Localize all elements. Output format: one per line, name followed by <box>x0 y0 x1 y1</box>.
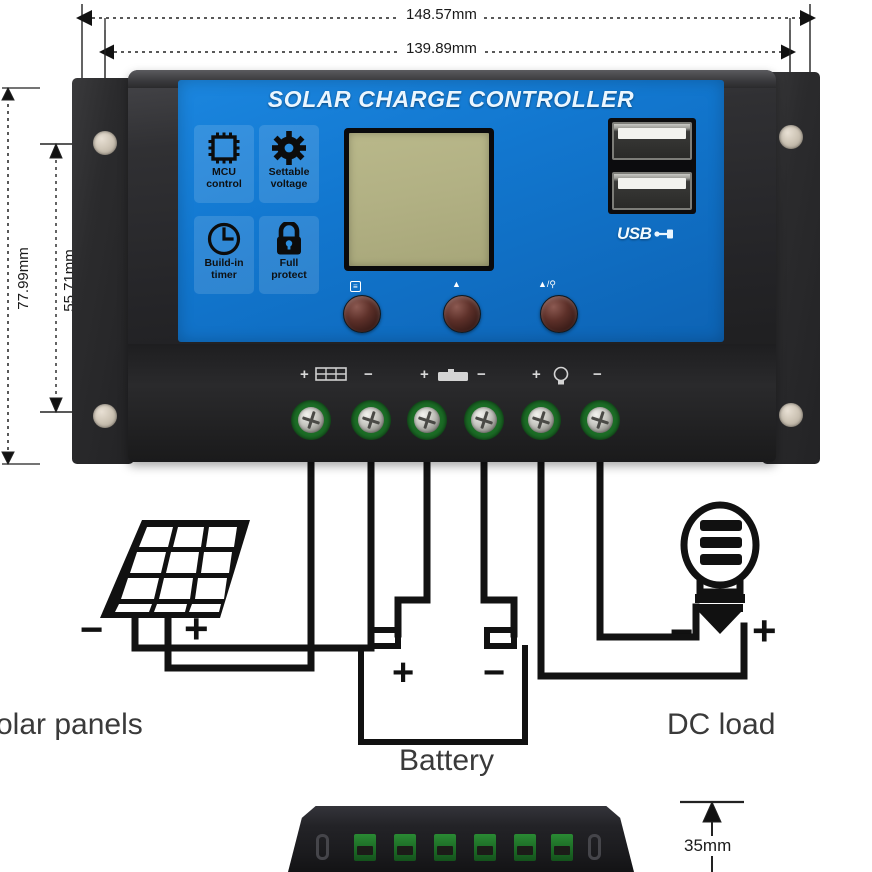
screw-head <box>471 407 497 433</box>
dimension-label-overall-height: 77.99mm <box>14 243 32 314</box>
side-view-terminal-5 <box>514 834 536 861</box>
battery-plus-mark: + <box>392 652 415 694</box>
side-view-terminal-1 <box>354 834 376 861</box>
feature-label-line2: control <box>206 177 242 190</box>
label-solar-panels: olar panels <box>0 708 143 741</box>
mounting-hole-top-left <box>93 131 117 155</box>
terminal-solar-positive[interactable] <box>291 400 331 440</box>
gear-icon <box>272 129 306 167</box>
button-label-light-mode: ▲/⚲ <box>538 279 556 290</box>
wire-load-positive <box>537 458 748 680</box>
terminal-load-negative[interactable] <box>580 400 620 440</box>
product-brand-text: SOLAR CHARGE CONTROLLER <box>267 86 635 112</box>
dimension-label-overall-width: 148.57mm <box>400 6 483 23</box>
terminal-battery-negative[interactable] <box>464 400 504 440</box>
wire-battery-negative <box>480 458 518 638</box>
mounting-hole-bottom-right <box>779 403 803 427</box>
button-label-up: ▲ <box>452 279 461 289</box>
usb-label: USB <box>617 224 652 243</box>
wire-bundle <box>131 458 748 680</box>
side-view-body <box>288 806 634 872</box>
terminal-mark-solar-positive: + <box>300 366 309 383</box>
feature-settable-voltage: Settable voltage <box>259 125 319 203</box>
feature-label-line2: protect <box>271 268 307 281</box>
side-view-mounting-slot-left <box>316 834 329 860</box>
usb-label-group: USB <box>617 224 674 244</box>
dimension-label-thickness: 35mm <box>681 836 735 856</box>
solar-panel-icon <box>100 520 250 618</box>
battery-minus-mark: − <box>483 652 506 694</box>
feature-label-line1: Settable <box>268 166 310 178</box>
feature-label-line1: MCU <box>212 166 236 178</box>
solar-plus-mark: + <box>184 605 209 652</box>
battery-icon <box>358 627 528 745</box>
case-terminal-panel <box>128 344 776 462</box>
clock-icon <box>207 220 241 258</box>
load-minus-mark: − <box>670 610 694 654</box>
usb-port-bottom[interactable] <box>612 172 692 210</box>
dimension-overall-height <box>1 86 40 466</box>
feature-build-in-timer: Build-in timer <box>194 216 254 294</box>
feature-label-line2: timer <box>211 268 237 281</box>
screw-head <box>414 407 440 433</box>
dimension-thickness <box>680 800 744 872</box>
terminal-battery-positive[interactable] <box>407 400 447 440</box>
side-view-mounting-slot-right <box>588 834 601 860</box>
lamp-terminal-icon <box>553 366 569 385</box>
terminal-mark-load-positive: + <box>532 366 541 383</box>
screw-head <box>358 407 384 433</box>
menu-icon: ≡ <box>350 281 361 292</box>
lcd-display <box>344 128 494 271</box>
menu-set-button[interactable] <box>343 295 381 333</box>
dimension-label-inner-width: 139.89mm <box>400 40 483 57</box>
terminal-load-positive[interactable] <box>521 400 561 440</box>
mounting-hole-top-right <box>779 125 803 149</box>
triangle-up-icon: ▲ <box>452 279 461 289</box>
terminal-mark-solar-negative: − <box>364 366 373 383</box>
wire-load-negative <box>596 458 700 641</box>
load-plus-mark: + <box>752 607 777 654</box>
usb-port-top[interactable] <box>612 122 692 160</box>
wire-solar-negative <box>131 458 375 652</box>
label-dc-load: DC load <box>667 708 776 741</box>
side-view-terminal-4 <box>474 834 496 861</box>
side-view-terminal-6 <box>551 834 573 861</box>
lock-icon <box>272 220 306 258</box>
usb-trident-icon <box>654 229 674 239</box>
battery-terminal-icon <box>438 369 468 381</box>
terminal-mark-battery-positive: + <box>420 366 429 383</box>
terminal-mark-load-negative: − <box>593 366 602 383</box>
wire-battery-positive <box>394 458 431 638</box>
screw-head <box>298 407 324 433</box>
screw-head <box>528 407 554 433</box>
feature-full-protect: Full protect <box>259 216 319 294</box>
label-battery: Battery <box>399 744 495 777</box>
feature-label-line1: Build-in <box>204 257 244 269</box>
controller-side-view <box>288 806 634 872</box>
button-label-menu: ≡ <box>350 281 361 292</box>
side-view-terminal-2 <box>394 834 416 861</box>
feature-label-line1: Full <box>279 257 299 269</box>
usb-ports[interactable] <box>608 118 696 214</box>
light-mode-button[interactable] <box>540 295 578 333</box>
chip-icon <box>207 129 241 167</box>
solar-panel-terminal-icon <box>315 367 347 381</box>
mounting-hole-bottom-left <box>93 404 117 428</box>
solar-minus-mark: − <box>80 608 104 652</box>
triangle-up-lamp-icon: ▲/⚲ <box>538 279 556 289</box>
feature-mcu-control: MCU control <box>194 125 254 203</box>
side-view-terminal-3 <box>434 834 456 861</box>
feature-label-line2: voltage <box>270 177 308 190</box>
lamp-icon <box>680 501 760 634</box>
screw-head <box>587 407 613 433</box>
terminal-mark-battery-negative: − <box>477 366 486 383</box>
lcd-screen-surface <box>349 133 489 266</box>
wire-solar-positive <box>164 458 315 672</box>
terminal-solar-negative[interactable] <box>351 400 391 440</box>
up-button[interactable] <box>443 295 481 333</box>
